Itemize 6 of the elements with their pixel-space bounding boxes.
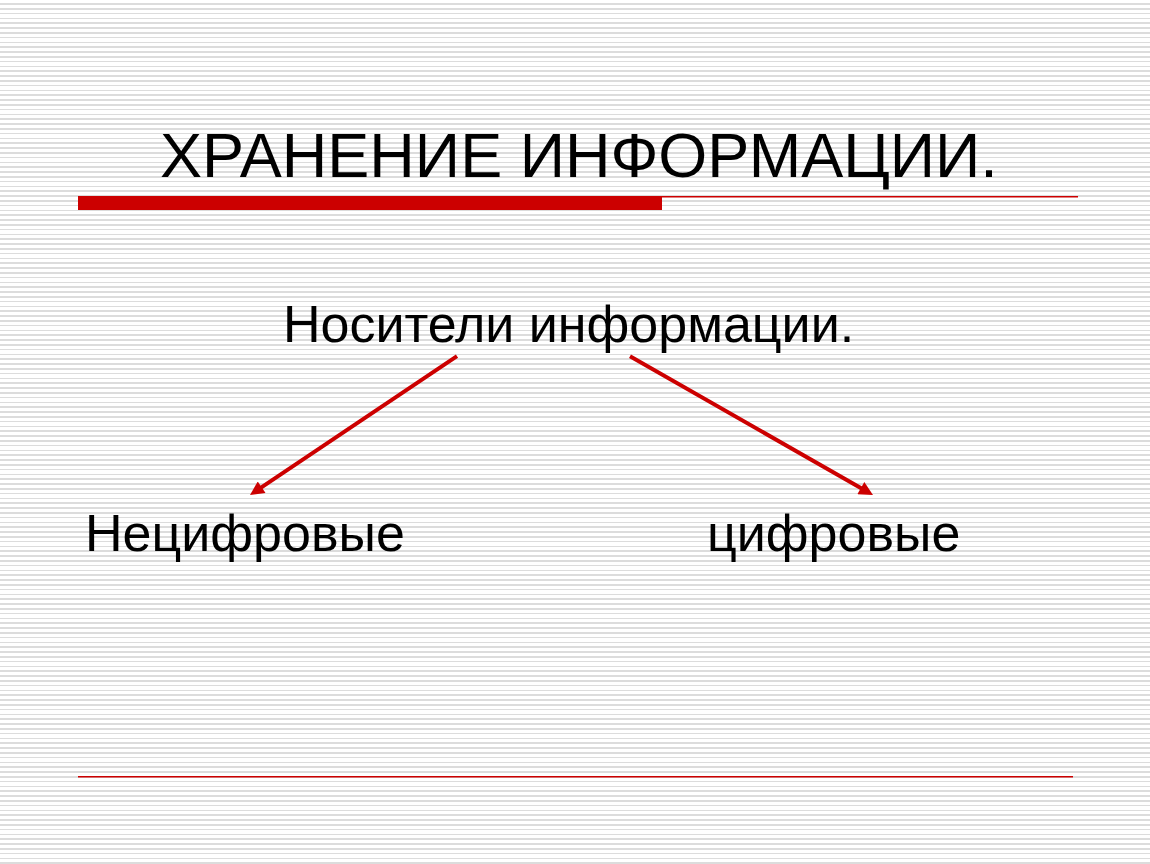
category-label: Нецифровые: [83, 495, 407, 563]
slide-title: ХРАНЕНИЕ ИНФОРМАЦИИ.: [160, 121, 998, 191]
arrow: [629, 354, 874, 497]
category-label: цифровые: [705, 495, 963, 563]
arrow: [248, 354, 459, 497]
root-label: Носители информации.: [281, 296, 857, 357]
